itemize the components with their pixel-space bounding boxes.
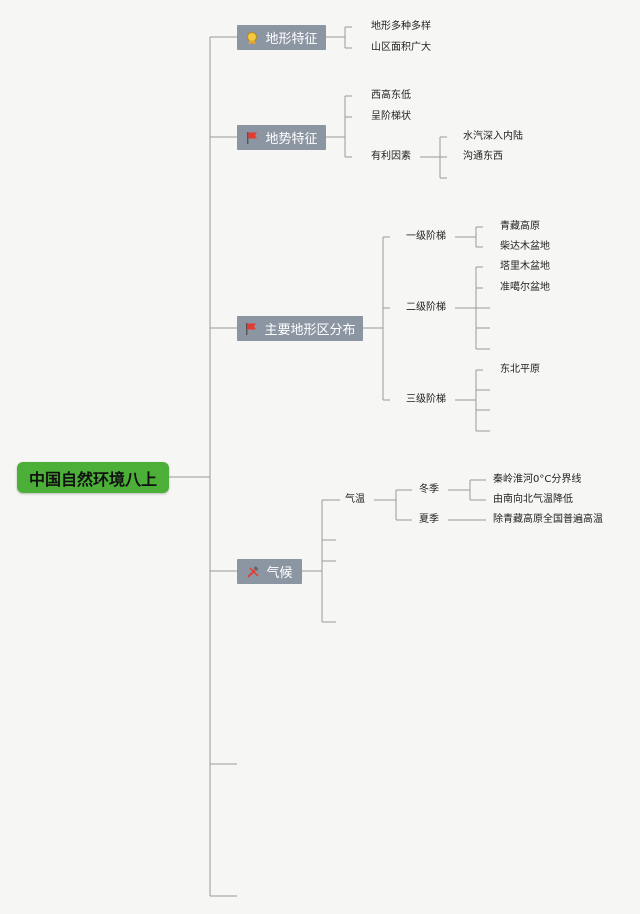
list-item[interactable]: 山区面积广大 <box>371 42 431 53</box>
medal-icon <box>245 31 259 45</box>
list-item[interactable]: 地形多种多样 <box>371 21 431 32</box>
topic-landform-distribution[interactable]: 主要地形区分布 <box>237 316 363 341</box>
list-item[interactable]: 水汽深入内陆 <box>463 131 523 142</box>
topic-relief-features[interactable]: 地势特征 <box>237 125 326 150</box>
root-topic[interactable]: 中国自然环境八上 <box>17 462 169 493</box>
list-item[interactable]: 由南向北气温降低 <box>493 494 573 505</box>
list-item[interactable]: 西高东低 <box>371 90 411 101</box>
list-item[interactable]: 呈阶梯状 <box>371 111 411 122</box>
list-item[interactable]: 夏季 <box>419 514 439 525</box>
topic-label: 地形特征 <box>265 32 318 47</box>
list-item[interactable]: 青藏高原 <box>500 221 540 232</box>
list-item[interactable]: 气温 <box>345 494 365 505</box>
list-item[interactable]: 东北平原 <box>500 364 540 375</box>
list-item[interactable]: 二级阶梯 <box>406 302 446 313</box>
tools-icon <box>246 565 260 579</box>
topic-climate[interactable]: 气候 <box>237 559 302 584</box>
topic-label: 地势特征 <box>265 132 318 147</box>
topic-label: 气候 <box>266 566 293 581</box>
red-flag-icon <box>244 322 258 336</box>
topic-terrain-features[interactable]: 地形特征 <box>237 25 326 50</box>
list-item[interactable]: 塔里木盆地 <box>500 261 550 272</box>
list-item[interactable]: 有利因素 <box>371 151 411 162</box>
topic-label: 主要地形区分布 <box>264 323 356 338</box>
list-item[interactable]: 除青藏高原全国普遍高温 <box>493 514 603 525</box>
red-flag-icon <box>245 131 259 145</box>
list-item[interactable]: 沟通东西 <box>463 151 503 162</box>
list-item[interactable]: 准噶尔盆地 <box>500 282 550 293</box>
list-item[interactable]: 柴达木盆地 <box>500 241 550 252</box>
list-item[interactable]: 三级阶梯 <box>406 394 446 405</box>
list-item[interactable]: 秦岭淮河0°C分界线 <box>493 474 582 485</box>
list-item[interactable]: 冬季 <box>419 484 439 495</box>
list-item[interactable]: 一级阶梯 <box>406 231 446 242</box>
